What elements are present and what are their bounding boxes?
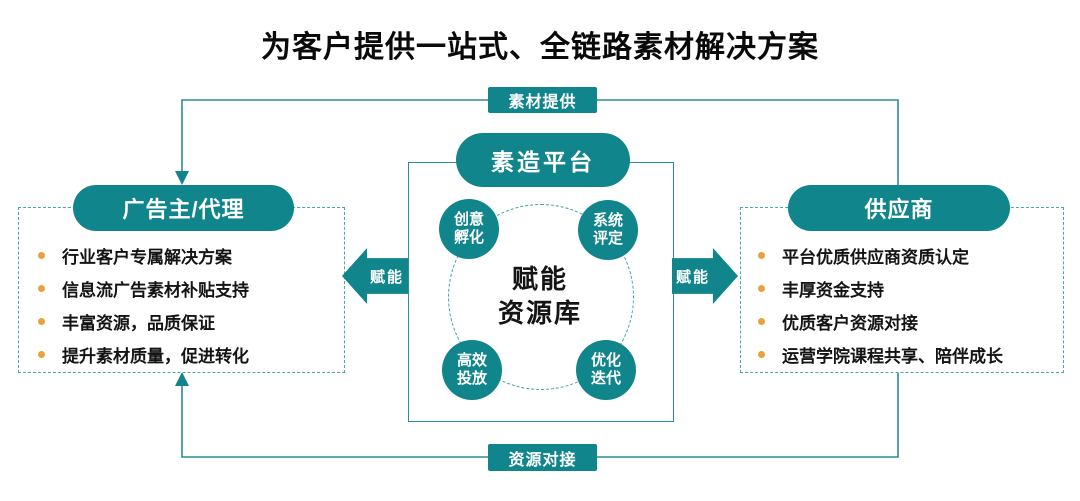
- platform-cycle-ring: [448, 204, 634, 390]
- advertiser-panel-title: 广告主/代理: [73, 185, 294, 231]
- list-item-label: 平台优质供应商资质认定: [782, 248, 969, 267]
- bottom-arrowhead-up-icon: [175, 372, 189, 386]
- page-title: 为客户提供一站式、全链路素材解决方案: [261, 31, 819, 64]
- supplier-panel: [740, 207, 1064, 373]
- platform-node-creative-incubation: 创意 孵化: [439, 199, 499, 259]
- list-item: 运营学院课程共享、陪伴成长: [758, 338, 1058, 371]
- platform-node-efficient-delivery: 高效 投放: [442, 340, 502, 400]
- list-item: 平台优质供应商资质认定: [758, 239, 1058, 272]
- platform-center-label: 赋能 资源库: [497, 264, 582, 329]
- flow-label-material-supply: 素材提供: [488, 87, 597, 113]
- platform-node-optimize-iterate: 优化 迭代: [576, 340, 636, 400]
- list-item-label: 优质客户资源对接: [782, 314, 918, 333]
- bullet-icon: [758, 285, 765, 292]
- list-item: 行业客户专属解决方案: [38, 239, 338, 272]
- supplier-benefit-list: 平台优质供应商资质认定 丰厚资金支持 优质客户资源对接 运营学院课程共享、陪伴成…: [758, 239, 1058, 371]
- list-item-label: 运营学院课程共享、陪伴成长: [782, 347, 1003, 366]
- supplier-panel-title: 供应商: [788, 185, 1010, 231]
- bullet-icon: [38, 351, 45, 358]
- list-item-label: 丰厚资金支持: [782, 281, 884, 300]
- platform-title: 素造平台: [456, 133, 630, 187]
- bullet-icon: [758, 318, 765, 325]
- flow-label-resource-docking: 资源对接: [488, 444, 597, 471]
- top-arrowhead-down-icon: [175, 171, 189, 185]
- advertiser-benefit-list: 行业客户专属解决方案 信息流广告素材补贴支持 丰富资源，品质保证 提升素材质量，…: [38, 239, 338, 371]
- list-item-label: 信息流广告素材补贴支持: [62, 281, 249, 300]
- list-item: 丰厚资金支持: [758, 272, 1058, 305]
- list-item: 提升素材质量，促进转化: [38, 338, 338, 371]
- platform-node-system-rating: 系统 评定: [578, 200, 638, 260]
- list-item-label: 提升素材质量，促进转化: [62, 347, 249, 366]
- list-item-label: 行业客户专属解决方案: [62, 248, 232, 267]
- list-item: 丰富资源，品质保证: [38, 305, 338, 338]
- bullet-icon: [758, 351, 765, 358]
- list-item: 信息流广告素材补贴支持: [38, 272, 338, 305]
- bullet-icon: [38, 285, 45, 292]
- bullet-icon: [758, 252, 765, 259]
- bullet-icon: [38, 318, 45, 325]
- list-item-label: 丰富资源，品质保证: [62, 314, 215, 333]
- bullet-icon: [38, 252, 45, 259]
- list-item: 优质客户资源对接: [758, 305, 1058, 338]
